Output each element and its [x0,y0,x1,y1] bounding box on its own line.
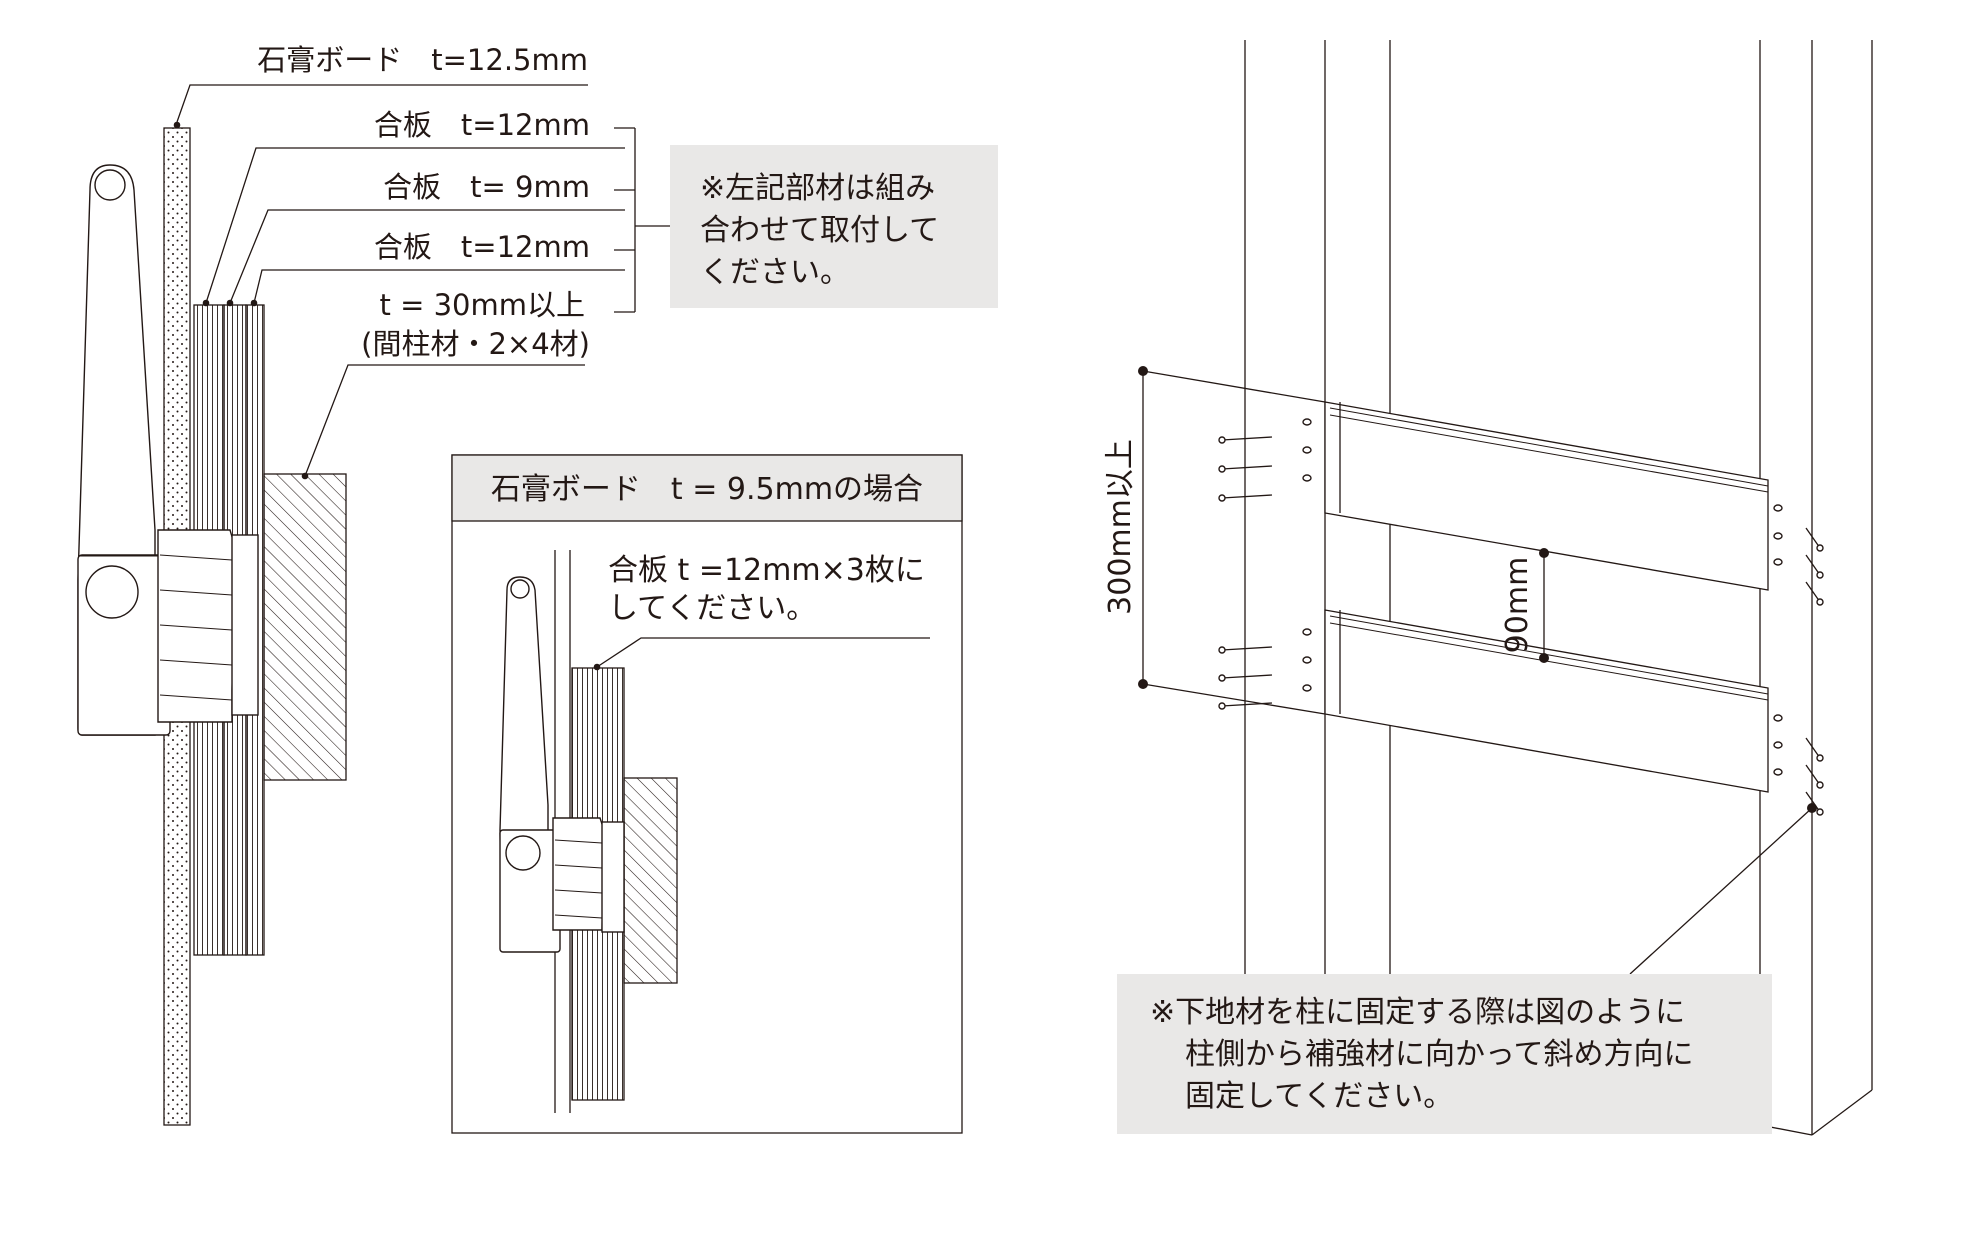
note-combine-line-2: 合わせて取付して [700,213,939,248]
inset-note-line-1: 合板 t =12mm×3枚に [608,553,925,588]
nails-left-lower [1218,628,1312,710]
note-fix-line-2: 柱側から補強材に向かって斜め方向に [1185,1037,1694,1072]
handle-pivot-top [94,169,126,201]
lower-board [1324,609,1769,793]
nails-left-upper [1218,418,1312,502]
inset-stud [623,777,678,984]
inset-panel: 石膏ボード t = 9.5mmの場合 合板 t =12mm×3枚に してください… [451,454,963,1134]
inset-title: 石膏ボード t = 9.5mmの場合 [491,472,923,507]
nails-right-upper [1773,504,1824,606]
note-combine-box: ※左記部材は組み 合わせて取付して ください。 [670,145,998,308]
nails-right-lower [1773,714,1824,816]
plywood-3-label: 合板 t=12mm [374,230,590,264]
note-fix-box: ※下地材を柱に固定する際は図のように 柱側から補強材に向かって斜め方向に 固定し… [1117,974,1772,1134]
dimension-90mm: 90mm [1500,557,1535,654]
dimension-300mm: 300mm以上 [1103,439,1138,615]
note-combine-line-1: ※左記部材は組み [700,171,935,206]
inset-screw-body [552,817,605,931]
stud-label: t = 30mm以上 [379,288,585,322]
note-combine-line-3: ください。 [700,255,850,290]
handle-knob [85,565,139,619]
screw-flange [231,534,259,716]
upper-board [1324,401,1769,591]
gypsum-board-label: 石膏ボード t=12.5mm [257,43,588,77]
note-fix-line-3: 固定してください。 [1185,1079,1453,1114]
plywood-2-label: 合板 t= 9mm [383,170,590,204]
plywood-1-label: 合板 t=12mm [374,108,590,142]
stud [263,473,347,781]
inset-note-line-2: してください。 [608,591,816,626]
section-view [77,84,670,1126]
stud-sub-label: (間柱材・2×4材) [361,327,590,361]
note-fix-line-1: ※下地材を柱に固定する際は図のように [1150,995,1685,1030]
perspective-view: 300mm以上 90mm [1103,40,1873,1136]
